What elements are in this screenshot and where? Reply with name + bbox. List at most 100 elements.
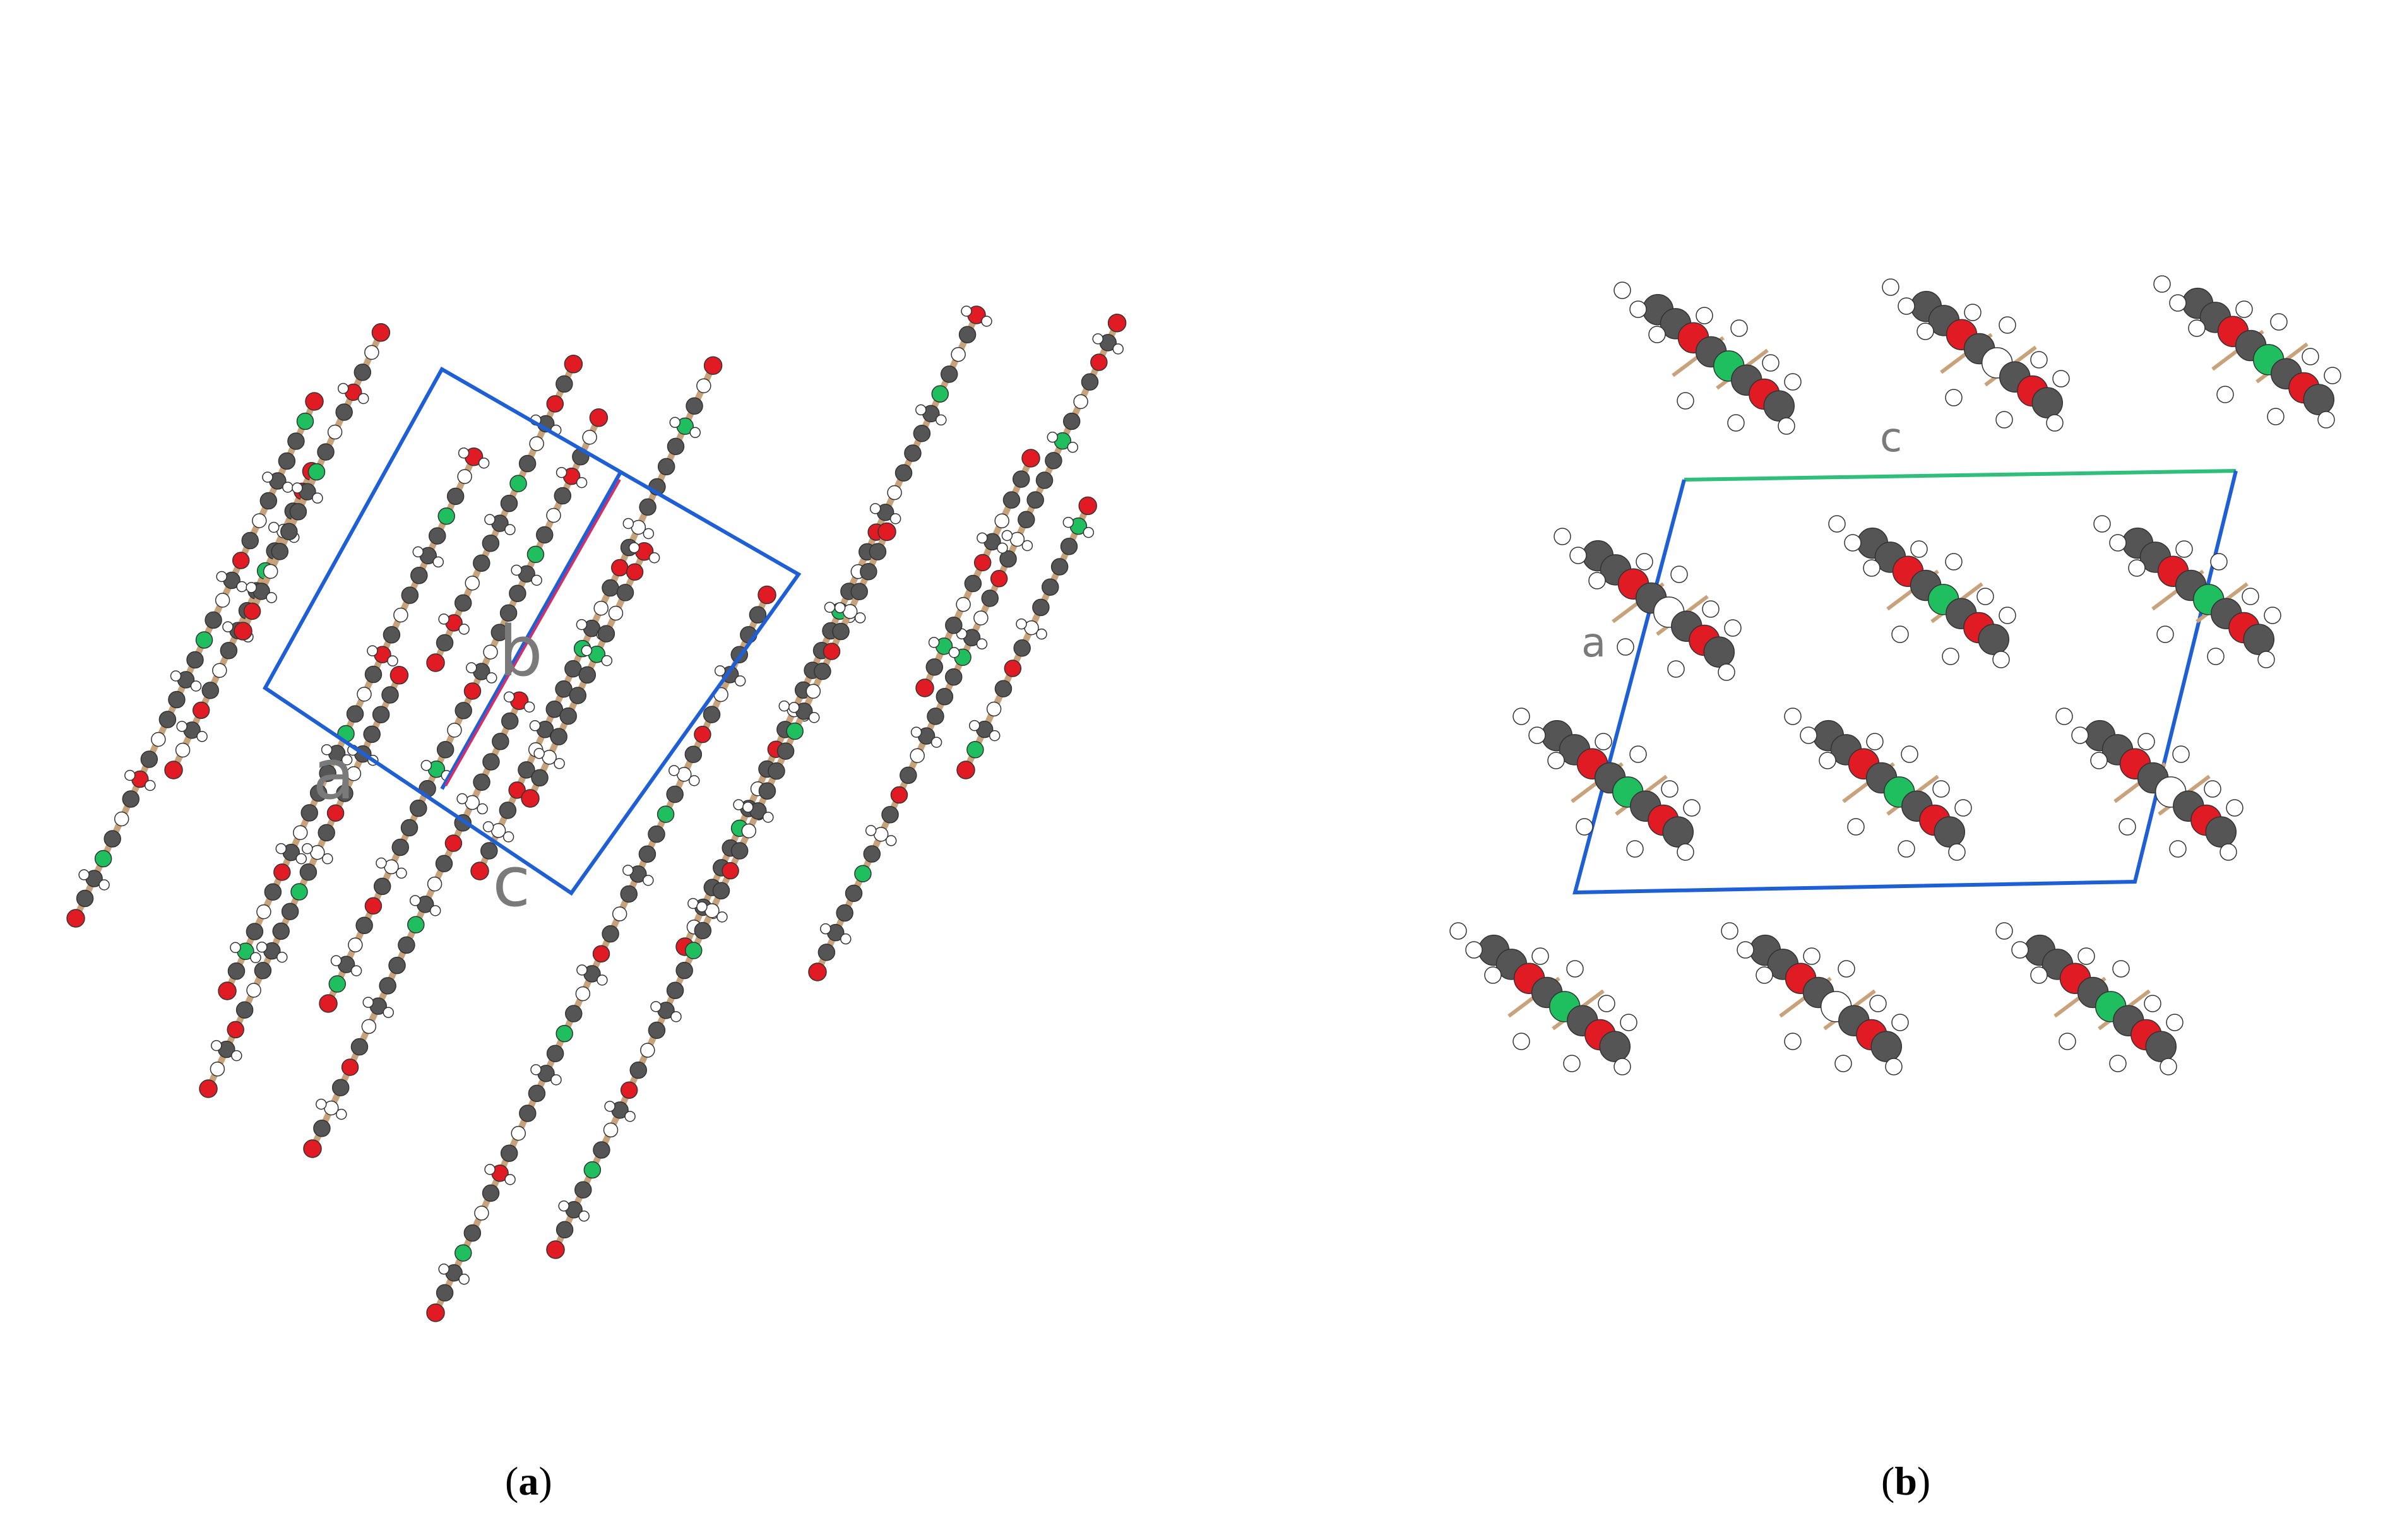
oxygen-atom <box>521 789 540 808</box>
hydrogen-atom <box>482 821 494 832</box>
oxygen-atom <box>956 761 975 779</box>
hydrogen-atom <box>1062 516 1074 528</box>
hydrogen-atom <box>504 1174 516 1185</box>
hydrogen-atom <box>276 951 288 963</box>
hydrogen-atom <box>1566 960 1584 978</box>
carbon-atom <box>300 804 318 822</box>
oxygen-atom <box>877 522 896 542</box>
carbon-atom <box>492 732 509 750</box>
carbon-atom <box>1026 491 1044 509</box>
hydrogen-atom <box>1898 840 1915 858</box>
carbon-atom <box>435 855 453 873</box>
carbon-atom <box>768 762 785 780</box>
oxygen-atom <box>592 945 610 962</box>
hydrogen-atom <box>246 582 257 593</box>
hydrogen-atom <box>210 1062 225 1077</box>
oxygen-atom <box>823 643 841 660</box>
axis-label-c-b: c <box>1880 415 1902 461</box>
molecule <box>1995 922 2184 1075</box>
caption-letter: a <box>518 1459 539 1503</box>
hydrogen-atom <box>2046 414 2064 432</box>
hydrogen-atom <box>246 983 261 998</box>
hydrogen-atom <box>1528 726 1546 744</box>
hydrogen-atom <box>1636 553 1653 571</box>
hydrogen-atom <box>930 737 942 748</box>
molecule <box>66 392 324 928</box>
hydrogen-atom <box>1613 281 1631 299</box>
hydrogen-atom <box>2030 351 2048 369</box>
hydrogen-atom <box>578 1211 590 1222</box>
hydrogen-atom <box>581 644 593 656</box>
hydrogen-atom <box>1954 799 1972 817</box>
oxygen-atom <box>66 909 85 928</box>
nitrogen-atom <box>583 1161 602 1179</box>
hydrogen-atom <box>1112 343 1124 355</box>
carbon-atom <box>76 889 94 908</box>
hydrogen-atom <box>2267 408 2285 425</box>
oxygen-atom <box>164 761 183 779</box>
oxygen-atom <box>620 1081 638 1099</box>
carbon-atom <box>712 882 730 899</box>
hydrogen-atom <box>268 521 280 533</box>
carbon-atom <box>894 464 913 482</box>
hydrogen-atom <box>176 721 187 732</box>
molecule <box>1613 281 1802 435</box>
carbon-atom <box>2243 624 2275 655</box>
hydrogen-atom <box>854 612 866 624</box>
carbon-atom <box>814 662 831 680</box>
carbon-atom <box>336 785 354 802</box>
hydrogen-atom <box>2302 348 2319 365</box>
carbon-atom <box>869 543 887 560</box>
hydrogen-atom <box>1067 441 1079 453</box>
carbon-atom <box>281 903 299 920</box>
nitrogen-atom <box>437 507 455 525</box>
hydrogen-atom <box>457 469 472 484</box>
hydrogen-atom <box>1598 995 1615 1012</box>
hydrogen-atom <box>266 592 277 603</box>
hydrogen-atom <box>447 723 462 738</box>
hydrogen-atom <box>2226 799 2243 817</box>
carbon-atom <box>1012 470 1030 488</box>
carbon-atom <box>1662 816 1694 848</box>
oxygen-atom <box>546 395 564 413</box>
unit-cell-outline-b <box>1572 470 2238 895</box>
hydrogen-atom <box>383 1007 394 1018</box>
carbon-atom <box>473 773 490 791</box>
hydrogen-atom <box>1964 304 1982 321</box>
hydrogen-atom <box>689 775 700 786</box>
hydrogen-atom <box>714 665 726 677</box>
hydrogen-atom <box>1512 708 1530 725</box>
carbon-atom <box>569 687 586 704</box>
oxygen-atom <box>218 981 237 1000</box>
hydrogen-atom <box>956 596 971 612</box>
caption-close-paren: ) <box>1917 1459 1931 1503</box>
hydrogen-atom <box>151 732 166 747</box>
axis-label-a-b: a <box>1581 620 1606 666</box>
hydrogen-atom <box>1620 1014 1637 1031</box>
hydrogen-atom <box>2090 752 2108 769</box>
hydrogen-atom <box>1449 922 1467 940</box>
molecule <box>1882 278 2070 432</box>
bond <box>2053 995 2081 1018</box>
carbon-atom <box>666 785 684 803</box>
hydrogen-atom <box>98 879 110 891</box>
carbon-atom <box>272 922 290 940</box>
hydrogen-atom <box>576 964 588 976</box>
carbon-atom <box>1934 816 1966 848</box>
hydrogen-atom <box>230 942 241 954</box>
hydrogen-atom <box>910 726 922 738</box>
hydrogen-atom <box>593 600 609 616</box>
carbon-atom <box>317 443 335 461</box>
molecule <box>234 323 391 641</box>
hydrogen-atom <box>1784 1033 1802 1050</box>
hydrogen-atom <box>1819 752 1836 769</box>
carbon-atom <box>666 981 684 999</box>
hydrogen-atom <box>1995 922 2013 940</box>
bond <box>2151 588 2179 611</box>
hydrogen-atom <box>2052 370 2070 388</box>
carbon-atom <box>235 1001 254 1019</box>
molecule <box>1449 922 1637 1075</box>
hydrogen-atom <box>1512 1033 1530 1050</box>
hydrogen-atom <box>175 742 191 758</box>
